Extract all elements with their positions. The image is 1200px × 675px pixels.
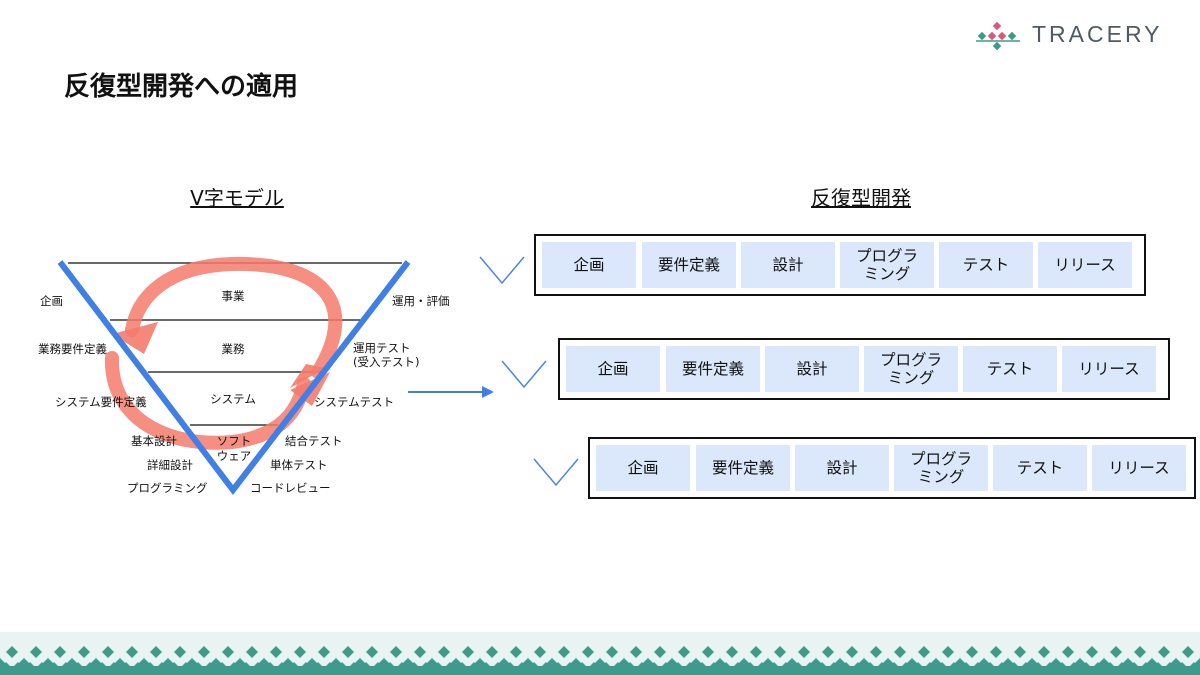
iteration-row-1: 企画 要件定義 設計 プログラミング テスト リリース <box>534 234 1146 296</box>
iteration-chevron-icon <box>501 360 547 389</box>
iteration-chevron-icon <box>533 458 579 487</box>
phase-planning: 企画 <box>542 242 636 288</box>
v-model-diagram <box>57 256 494 495</box>
phase-planning: 企画 <box>596 445 690 491</box>
phase-test: テスト <box>939 242 1033 288</box>
left-label-detailed-design: 詳細設計 <box>147 458 193 472</box>
phase-test: テスト <box>963 346 1057 392</box>
iterative-heading: 反復型開発 <box>811 186 911 210</box>
cycle-arrow-head <box>112 322 158 354</box>
cycle-arrow-head <box>290 364 326 388</box>
phase-design: 設計 <box>765 346 859 392</box>
level-label-business: 事業 <box>221 289 245 303</box>
iteration-chevron-icon <box>479 256 525 285</box>
left-label-programming: プログラミング <box>127 481 208 495</box>
phase-test: テスト <box>993 445 1087 491</box>
left-label-planning: 企画 <box>40 294 63 308</box>
phase-design: 設計 <box>741 242 835 288</box>
phase-requirements: 要件定義 <box>666 346 760 392</box>
tracery-logo-icon <box>976 21 1020 50</box>
level-label-software-1: ソフト <box>216 434 252 448</box>
phase-programming: プログラミング <box>894 445 988 491</box>
phase-design: 設計 <box>795 445 889 491</box>
right-label-system-test: システムテスト <box>314 395 395 409</box>
phase-requirements: 要件定義 <box>696 445 790 491</box>
vmodel-heading: V字モデル <box>190 186 284 210</box>
right-label-code-review: コードレビュー <box>250 481 331 495</box>
left-label-basic-design: 基本設計 <box>131 434 177 448</box>
phase-programming: プログラミング <box>840 242 934 288</box>
v-shape <box>57 260 411 495</box>
right-label-operation-evaluation: 運用・評価 <box>392 294 450 308</box>
page-title: 反復型開発への適用 <box>64 72 299 102</box>
left-label-business-requirements: 業務要件定義 <box>38 342 107 356</box>
phase-release: リリース <box>1092 445 1186 491</box>
right-label-operational-test: 運用テスト <box>353 341 411 355</box>
left-label-system-requirements: システム要件定義 <box>55 395 147 409</box>
right-label-integration-test: 結合テスト <box>285 434 343 448</box>
footer-pattern-decoration <box>0 632 1200 675</box>
right-label-unit-test: 単体テスト <box>270 458 328 472</box>
phase-programming: プログラミング <box>864 346 958 392</box>
transition-arrow-head <box>482 386 494 398</box>
phase-requirements: 要件定義 <box>642 242 736 288</box>
phase-release: リリース <box>1038 242 1132 288</box>
iteration-row-3: 企画 要件定義 設計 プログラミング テスト リリース <box>588 437 1196 499</box>
right-label-acceptance-test: (受入テスト) <box>353 355 420 369</box>
level-label-system: システム <box>210 392 256 406</box>
phase-release: リリース <box>1062 346 1156 392</box>
logo-text: TRACERY <box>1032 21 1163 47</box>
level-label-software-2: ウェア <box>216 449 252 463</box>
phase-planning: 企画 <box>566 346 660 392</box>
iteration-row-2: 企画 要件定義 設計 プログラミング テスト リリース <box>558 338 1170 400</box>
level-label-operations: 業務 <box>221 342 245 356</box>
